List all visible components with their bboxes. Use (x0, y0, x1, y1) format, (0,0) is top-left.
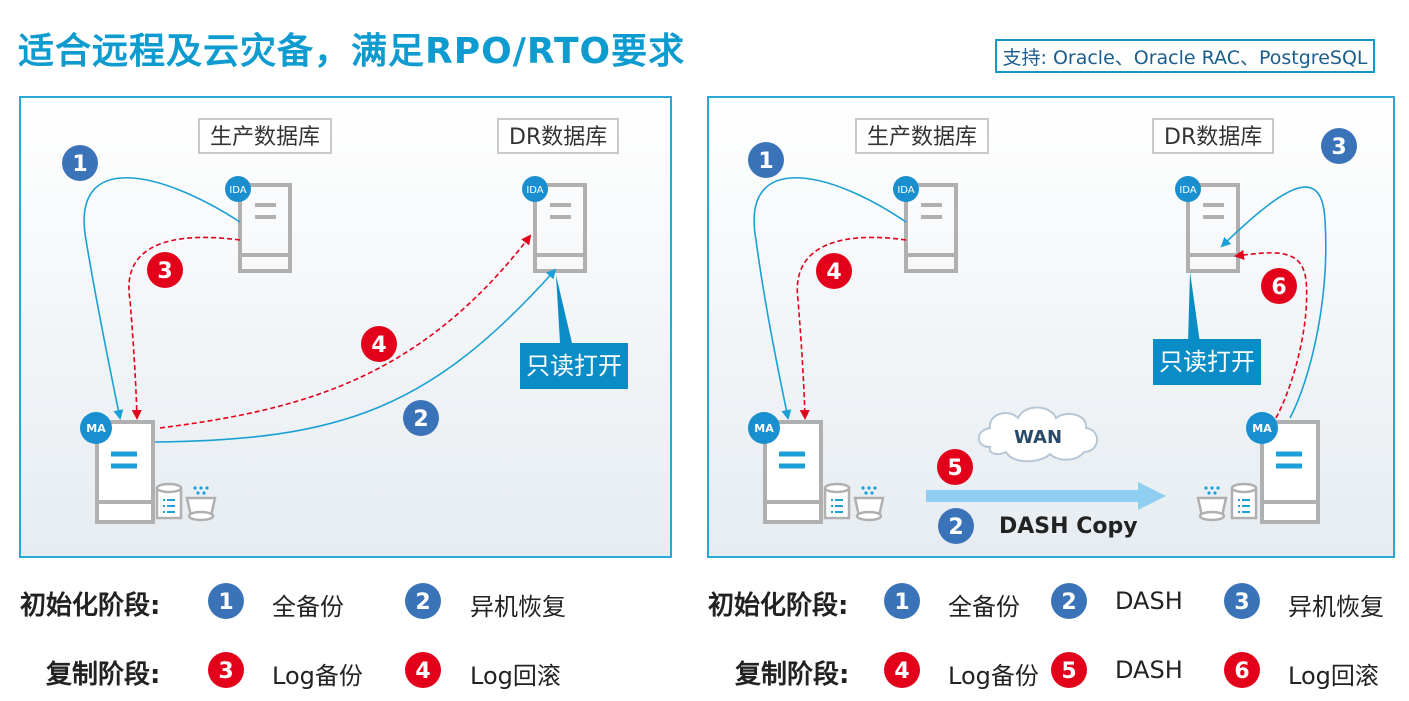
dash-copy-arrow (926, 482, 1166, 510)
svg-text:IDA: IDA (526, 185, 543, 196)
legend-right-init-2: 2 (1051, 583, 1087, 619)
ida-badge-left-prod: IDA (225, 176, 251, 202)
right-step-3: 3 (1321, 128, 1357, 164)
wan-label: WAN (1014, 427, 1062, 448)
right-readonly-callout: 只读打开 (1153, 339, 1261, 385)
svg-text:5: 5 (1061, 659, 1076, 684)
page-title: 适合远程及云灾备，满足RPO/RTO要求 (18, 31, 686, 72)
svg-text:3: 3 (1234, 590, 1249, 615)
svg-text:MA: MA (754, 422, 774, 435)
legend-right-init-3-text: 异机恢复 (1288, 593, 1384, 621)
legend-right-init-1: 1 (884, 583, 920, 619)
left-log-replay-arrow (159, 234, 532, 429)
right-step-5: 5 (937, 449, 973, 485)
left-dedup-icon (185, 485, 217, 522)
legend-left-init-heading: 初始化阶段: (20, 591, 161, 621)
right-restore-arrow (1220, 186, 1327, 419)
svg-text:6: 6 (1234, 659, 1249, 684)
left-prod-db-label: 生产数据库 (198, 118, 333, 154)
left-log-backup-arrow (128, 236, 241, 420)
legend-left-init-2-text: 异机恢复 (470, 593, 566, 621)
svg-text:4: 4 (371, 333, 386, 358)
svg-text:1: 1 (218, 590, 233, 615)
svg-text:3: 3 (157, 259, 172, 284)
legend-left-repl-3: 3 (208, 652, 244, 688)
svg-text:2: 2 (413, 407, 428, 432)
supported-databases-box: 支持: Oracle、Oracle RAC、PostgreSQL (995, 39, 1375, 73)
ida-badge-left-dr: IDA (522, 176, 548, 202)
right-dst-disk-icon (1230, 482, 1258, 520)
legend-left-repl-heading: 复制阶段: (46, 660, 161, 690)
legend-left-init-1-text: 全备份 (272, 593, 344, 621)
left-dr-db-label: DR数据库 (497, 118, 620, 154)
right-full-backup-arrow (753, 177, 907, 420)
svg-text:4: 4 (894, 659, 909, 684)
legend-right-repl-4: 4 (884, 652, 920, 688)
left-disk-library-icon (155, 482, 183, 520)
svg-text:MA: MA (1252, 422, 1272, 435)
left-readonly-callout: 只读打开 (520, 343, 628, 389)
right-src-dedup-icon (853, 485, 885, 522)
svg-text:MA: MA (86, 422, 106, 435)
svg-text:6: 6 (1271, 275, 1286, 300)
left-step-2: 2 (403, 400, 439, 436)
left-readonly-pointer (556, 275, 572, 343)
svg-text:5: 5 (947, 456, 962, 481)
right-src-disk-icon (823, 482, 851, 520)
svg-text:1: 1 (894, 590, 909, 615)
svg-text:2: 2 (415, 590, 430, 615)
dash-copy-label: DASH Copy (999, 514, 1138, 539)
legend-right-init-heading: 初始化阶段: (708, 591, 849, 621)
left-step-3: 3 (147, 252, 183, 288)
legend-right-init-3: 3 (1224, 583, 1260, 619)
legend-right-repl-5: 5 (1051, 652, 1087, 688)
ma-badge-right-dst: MA (1246, 412, 1278, 444)
svg-text:IDA: IDA (229, 185, 246, 196)
right-step-1: 1 (748, 142, 784, 178)
legend-right-init-2-text: DASH (1115, 587, 1183, 615)
svg-text:3: 3 (218, 659, 233, 684)
right-step-2: 2 (938, 508, 974, 544)
left-production-server (238, 183, 292, 273)
ida-badge-right-prod: IDA (893, 176, 919, 202)
legend-left-init-2: 2 (405, 583, 441, 619)
svg-text:4: 4 (826, 260, 841, 285)
legend-right-repl-5-text: DASH (1115, 656, 1183, 684)
right-step-4: 4 (816, 253, 852, 289)
right-dst-dedup-icon (1196, 485, 1228, 522)
left-full-backup-arrow (83, 177, 241, 420)
legend-left-repl-3-text: Log备份 (272, 662, 363, 690)
right-log-replay-arrow (1234, 249, 1308, 419)
left-restore-arrow (154, 268, 557, 443)
legend-right-init-1-text: 全备份 (948, 593, 1020, 621)
right-log-backup-arrow (796, 236, 907, 420)
svg-text:2: 2 (1061, 590, 1076, 615)
svg-text:1: 1 (758, 149, 773, 174)
legend-right-repl-4-text: Log备份 (948, 662, 1039, 690)
legend-right-repl-6: 6 (1224, 652, 1260, 688)
left-step-4: 4 (361, 326, 397, 362)
svg-text:2: 2 (948, 515, 963, 540)
svg-text:3: 3 (1331, 135, 1346, 160)
legend-right-repl-heading: 复制阶段: (735, 660, 850, 690)
right-step-6: 6 (1261, 268, 1297, 304)
right-readonly-pointer (1188, 272, 1200, 343)
svg-text:4: 4 (415, 659, 430, 684)
wan-cloud-icon (977, 406, 1098, 463)
legend-left-repl-4: 4 (405, 652, 441, 688)
legend-left-repl-4-text: Log回滚 (470, 662, 561, 690)
svg-text:IDA: IDA (897, 185, 914, 196)
legend-right-repl-6-text: Log回滚 (1288, 662, 1379, 690)
ma-badge-left: MA (80, 412, 112, 444)
ma-badge-right-src: MA (748, 412, 780, 444)
svg-text:1: 1 (72, 152, 87, 177)
right-prod-db-label: 生产数据库 (855, 118, 990, 154)
ida-badge-right-dr: IDA (1175, 176, 1201, 202)
svg-text:IDA: IDA (1179, 185, 1196, 196)
legend-left-init-1: 1 (208, 583, 244, 619)
left-step-1: 1 (62, 145, 98, 181)
right-dr-db-label: DR数据库 (1152, 118, 1275, 154)
